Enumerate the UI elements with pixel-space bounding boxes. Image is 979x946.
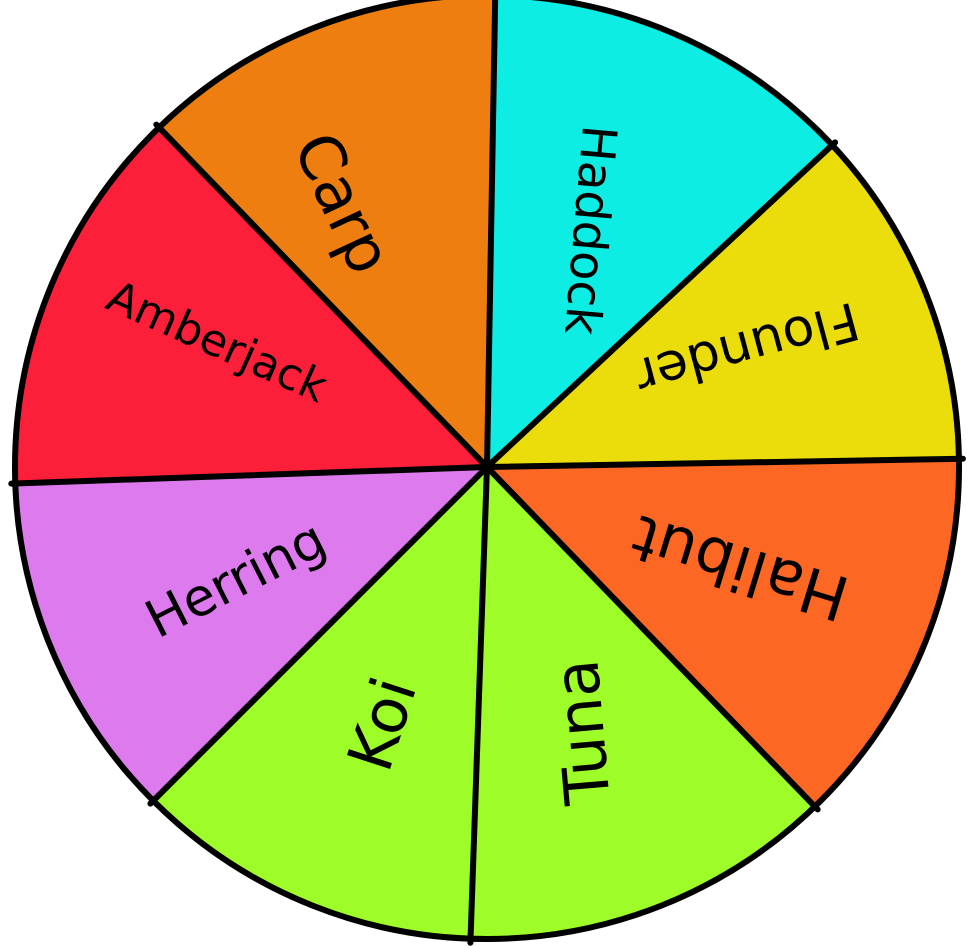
- wedge-label-tuna: Tuna: [539, 657, 624, 809]
- wheel-dividers: [8, 0, 966, 946]
- wedge-herring: [15, 467, 487, 801]
- wheel-slices: [15, 0, 960, 939]
- wedge-carp: [159, 0, 496, 467]
- wedge-divider: [467, 464, 490, 946]
- wedge-koi: [153, 467, 487, 939]
- wedge-halibut: [487, 458, 960, 807]
- wedge-flounder: [487, 145, 959, 467]
- wedge-divider: [8, 464, 490, 487]
- wheel-rim: [12, 0, 962, 942]
- wedge-divider: [484, 139, 839, 470]
- wedge-divider: [484, 0, 499, 470]
- wedge-amberjack: [15, 127, 488, 484]
- wedge-divider: [153, 121, 490, 470]
- wedge-haddock: [487, 0, 833, 467]
- wedge-divider: [484, 464, 821, 813]
- wedge-divider: [484, 455, 966, 470]
- wedge-tuna: [470, 467, 815, 939]
- wedge-divider: [147, 464, 490, 807]
